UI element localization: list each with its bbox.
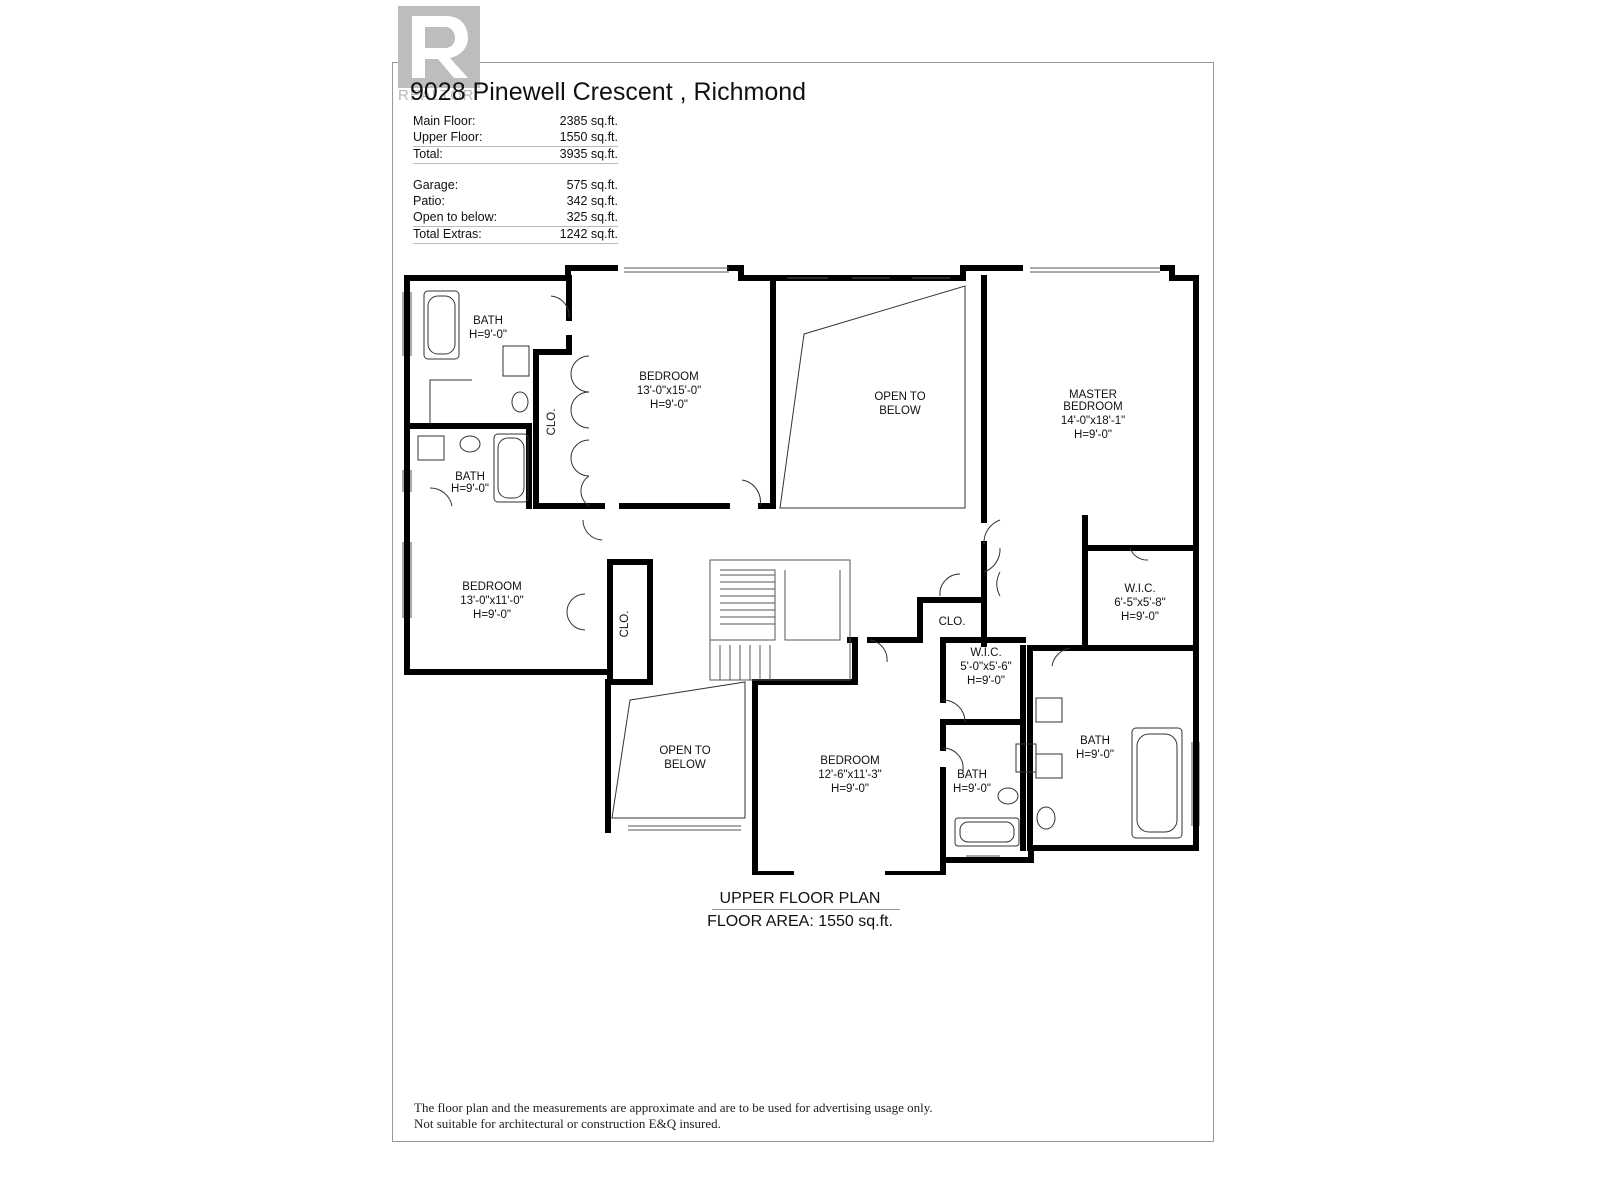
room-label: 6'-5"x5'-8" [1114, 597, 1166, 609]
area-value: 575 sq.ft. [566, 178, 618, 192]
realtor-wordmark: REALTOR [398, 87, 475, 104]
area-row-upper: Upper Floor: 1550 sq.ft. [413, 130, 618, 147]
extra-row-patio: Patio: 342 sq.ft. [413, 194, 618, 210]
room-label: H=9'-0" [451, 483, 489, 495]
room-label: BATH [957, 769, 987, 781]
room-label: 13'-0"x11'-0" [460, 595, 524, 607]
area-label: Main Floor: [413, 114, 476, 128]
open-to-below-lines [611, 285, 966, 819]
area-value: 3935 sq.ft. [559, 147, 618, 161]
plan-title: UPPER FLOOR PLAN [719, 890, 881, 907]
room-label: BELOW [879, 405, 921, 417]
doors [429, 295, 1149, 771]
extra-row-total: Total Extras: 1242 sq.ft. [413, 227, 618, 244]
room-label: 5'-0"x5'-6" [960, 661, 1012, 673]
room-label: H=9'-0" [1074, 429, 1112, 441]
property-address: 9028 Pinewell Crescent , Richmond [410, 78, 807, 106]
room-label: 14'-0"x18'-1" [1061, 415, 1125, 427]
room-label: H=9'-0" [473, 609, 511, 621]
room-label: H=9'-0" [1121, 611, 1159, 623]
room-label: MASTER [1069, 389, 1117, 401]
walls [404, 265, 1199, 875]
room-label: W.I.C. [1124, 583, 1155, 595]
room-label: BATH [1080, 735, 1110, 747]
area-value: 325 sq.ft. [566, 210, 618, 224]
upper-floor-plan: BATH H=9'-0" BEDROOM 13'-0"x15'-0" H=9'-… [402, 265, 1200, 875]
area-label: Garage: [413, 178, 459, 192]
area-row-main: Main Floor: 2385 sq.ft. [413, 114, 618, 130]
staircase [709, 559, 851, 681]
room-label: CLO. [546, 409, 558, 436]
room-label: BATH [455, 471, 485, 483]
room-label: CLO. [619, 611, 631, 638]
area-summary: Main Floor: 2385 sq.ft. Upper Floor: 155… [413, 114, 618, 244]
floor-plan-sheet [392, 62, 1214, 1142]
extra-row-garage: Garage: 575 sq.ft. [413, 178, 618, 194]
disclaimer-line: The floor plan and the measurements are … [414, 1100, 933, 1115]
area-value: 2385 sq.ft. [559, 114, 618, 128]
title-underline [712, 909, 900, 910]
room-labels: BATH H=9'-0" BEDROOM 13'-0"x15'-0" H=9'-… [451, 315, 1166, 795]
room-label: H=9'-0" [650, 399, 688, 411]
area-label: Upper Floor: [413, 130, 483, 144]
disclaimer-line: Not suitable for architectural or constr… [414, 1116, 721, 1131]
disclaimer: The floor plan and the measurements are … [414, 1100, 933, 1132]
area-label: Total: [413, 147, 443, 161]
area-label: Patio: [413, 194, 445, 208]
room-label: BEDROOM [820, 755, 879, 767]
room-label: 13'-0"x15'-0" [637, 385, 701, 397]
room-label: H=9'-0" [1076, 749, 1114, 761]
area-label: Total Extras: [413, 227, 482, 241]
room-label: H=9'-0" [953, 783, 991, 795]
room-label: H=9'-0" [967, 675, 1005, 687]
area-value: 342 sq.ft. [566, 194, 618, 208]
room-label: OPEN TO [874, 391, 925, 403]
area-label: Open to below: [413, 210, 498, 224]
room-label: OPEN TO [659, 745, 710, 757]
room-label: H=9'-0" [469, 329, 507, 341]
realtor-logo [398, 6, 480, 88]
room-label: 12'-6"x11'-3" [818, 769, 882, 781]
plan-floor-area: FLOOR AREA: 1550 sq.ft. [707, 913, 893, 930]
extra-row-open: Open to below: 325 sq.ft. [413, 210, 618, 227]
room-label: CLO. [939, 616, 966, 628]
windows [402, 267, 1200, 857]
room-label: W.I.C. [970, 647, 1001, 659]
area-value: 1550 sq.ft. [559, 130, 618, 144]
room-label: BELOW [664, 759, 706, 771]
room-label: BEDROOM [639, 371, 698, 383]
room-label: BATH [473, 315, 503, 327]
room-label: H=9'-0" [831, 783, 869, 795]
area-value: 1242 sq.ft. [559, 227, 618, 241]
room-label: BEDROOM [462, 581, 521, 593]
area-row-total: Total: 3935 sq.ft. [413, 147, 618, 164]
fixtures [417, 290, 1183, 847]
room-label: BEDROOM [1063, 401, 1122, 413]
